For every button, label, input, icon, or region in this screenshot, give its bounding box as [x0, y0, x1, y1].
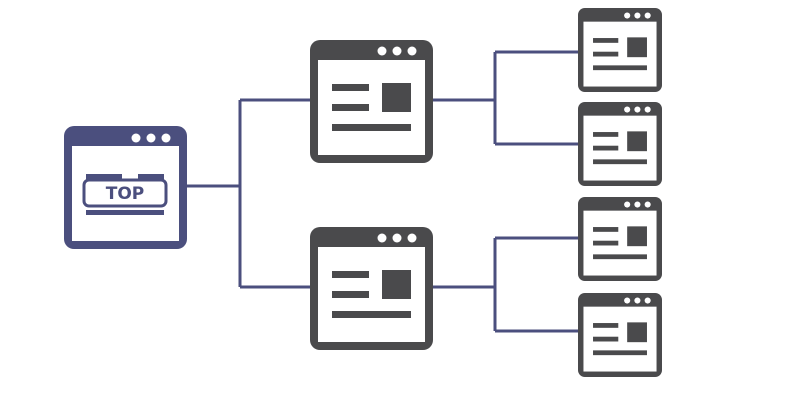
top-label: TOP	[106, 184, 145, 204]
text-line-icon	[593, 336, 619, 342]
text-line-icon	[332, 124, 411, 131]
window-dot-icon	[146, 133, 156, 143]
image-placeholder-icon	[627, 322, 647, 343]
window-dot-icon	[377, 46, 387, 56]
window-dot-icon	[644, 12, 651, 19]
text-line-icon	[593, 350, 647, 356]
window-dot-icon	[407, 233, 417, 243]
page-window-2-1	[578, 197, 662, 281]
text-line-icon	[593, 132, 619, 137]
window-dot-icon	[634, 106, 641, 113]
image-placeholder-icon	[627, 37, 647, 58]
image-placeholder-icon	[627, 226, 647, 247]
top-page-window: TOP	[64, 126, 187, 249]
text-line-icon	[593, 254, 647, 260]
connectors	[187, 50, 578, 333]
page-window-2-2	[578, 293, 662, 377]
window-dot-icon	[377, 233, 387, 243]
page-window-1-1	[578, 8, 662, 92]
window-dot-icon	[392, 233, 402, 243]
text-line-icon	[593, 240, 619, 246]
window-dot-icon	[407, 46, 417, 56]
page-window-2	[310, 227, 433, 350]
text-line-icon	[593, 38, 619, 43]
text-line-icon	[332, 291, 369, 298]
image-placeholder-icon	[627, 131, 647, 152]
window-dot-icon	[634, 297, 641, 304]
text-line-icon	[332, 84, 369, 91]
window-dot-icon	[644, 106, 651, 113]
text-line-icon	[593, 323, 619, 328]
window-dot-icon	[644, 297, 651, 304]
window-dot-icon	[634, 201, 641, 208]
page-windows	[310, 8, 662, 377]
window-dot-icon	[131, 133, 141, 143]
window-dot-icon	[624, 297, 631, 304]
top-tab-icon	[82, 174, 168, 215]
window-dot-icon	[624, 201, 631, 208]
text-line-icon	[593, 65, 647, 71]
page-window-1-2	[578, 102, 662, 186]
window-dot-icon	[624, 12, 631, 19]
text-line-icon	[593, 159, 647, 165]
text-line-icon	[332, 311, 411, 318]
page-window-1	[310, 40, 433, 163]
image-placeholder-icon	[382, 83, 411, 112]
window-dot-icon	[624, 106, 631, 113]
text-line-icon	[593, 227, 619, 232]
text-line-icon	[593, 51, 619, 57]
image-placeholder-icon	[382, 270, 411, 299]
window-dot-icon	[392, 46, 402, 56]
window-dot-icon	[644, 201, 651, 208]
text-line-icon	[593, 145, 619, 151]
window-dot-icon	[161, 133, 171, 143]
text-line-icon	[332, 271, 369, 278]
text-line-icon	[332, 104, 369, 111]
window-dot-icon	[634, 12, 641, 19]
